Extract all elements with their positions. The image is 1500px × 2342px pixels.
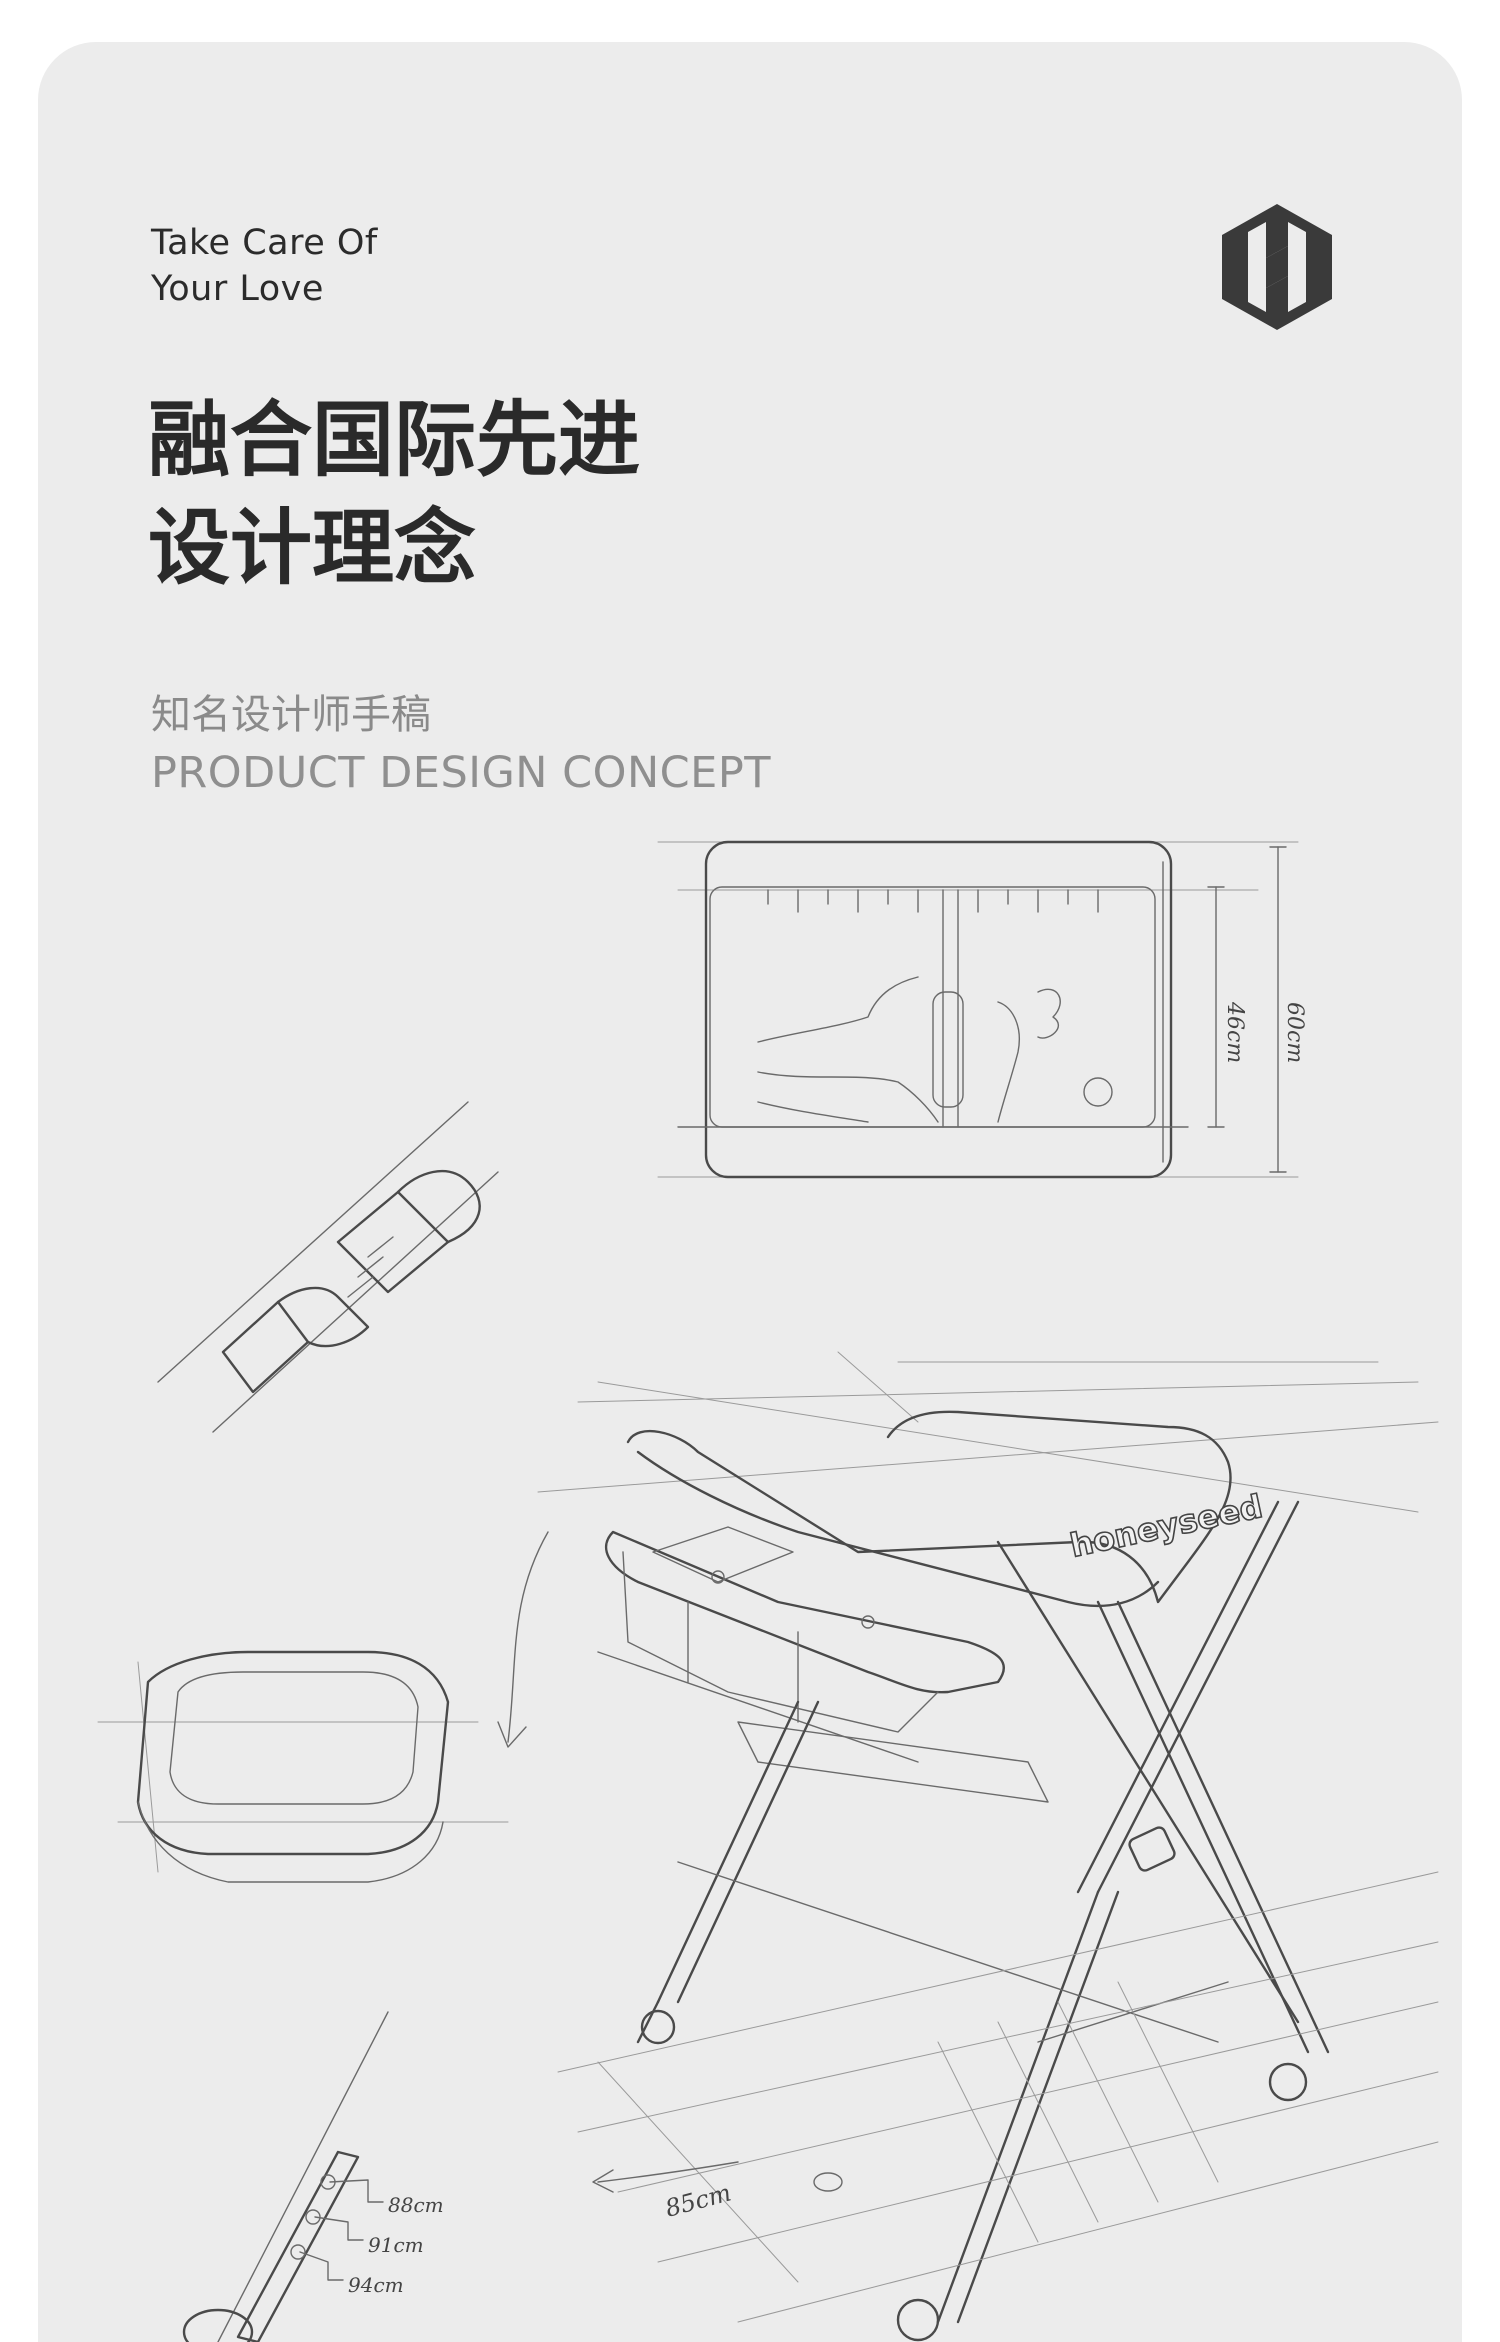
design-sketch-illustration: 46cm 60cm — [97, 840, 1439, 2342]
dim-height-88cm: 88cm — [388, 2193, 444, 2217]
buckle-sketch — [157, 1101, 499, 1433]
subtitle-cn: 知名设计师手稿 — [151, 692, 431, 738]
callout-arrow — [497, 1531, 549, 1748]
leg-height-sketch: 88cm 91cm 94cm — [182, 2011, 444, 2342]
brand-honeyseed-label: honeyseed — [1067, 1487, 1266, 1565]
dim-height-91cm: 91cm — [368, 2233, 424, 2257]
dim-height-94cm: 94cm — [348, 2273, 404, 2297]
dim-46cm-label: 46cm — [1222, 1001, 1247, 1063]
dim-60cm-label: 60cm — [1282, 1002, 1307, 1063]
dim-85cm-label: 85cm — [662, 2178, 734, 2222]
tagline: Take Care Of Your Love — [151, 220, 378, 312]
tagline-line-1: Take Care Of — [151, 223, 378, 263]
headline-line-2: 设计理念 — [148, 501, 477, 596]
tagline-line-2: Your Love — [151, 269, 324, 309]
headline-line-1: 融合国际先进 — [148, 393, 641, 488]
changing-table-sketch: honeyseed — [537, 1351, 1439, 2342]
bathtub-sketch — [97, 1650, 509, 1883]
page-title: 融合国际先进 设计理念 — [148, 387, 640, 603]
concept-card: Take Care Of Your Love 融合国际先进 设计理念 知名设计师… — [38, 42, 1462, 2342]
top-view-sketch: 46cm 60cm — [657, 840, 1307, 1179]
hexagon-h-logo-icon — [1222, 204, 1332, 330]
subtitle-en: PRODUCT DESIGN CONCEPT — [151, 748, 772, 798]
